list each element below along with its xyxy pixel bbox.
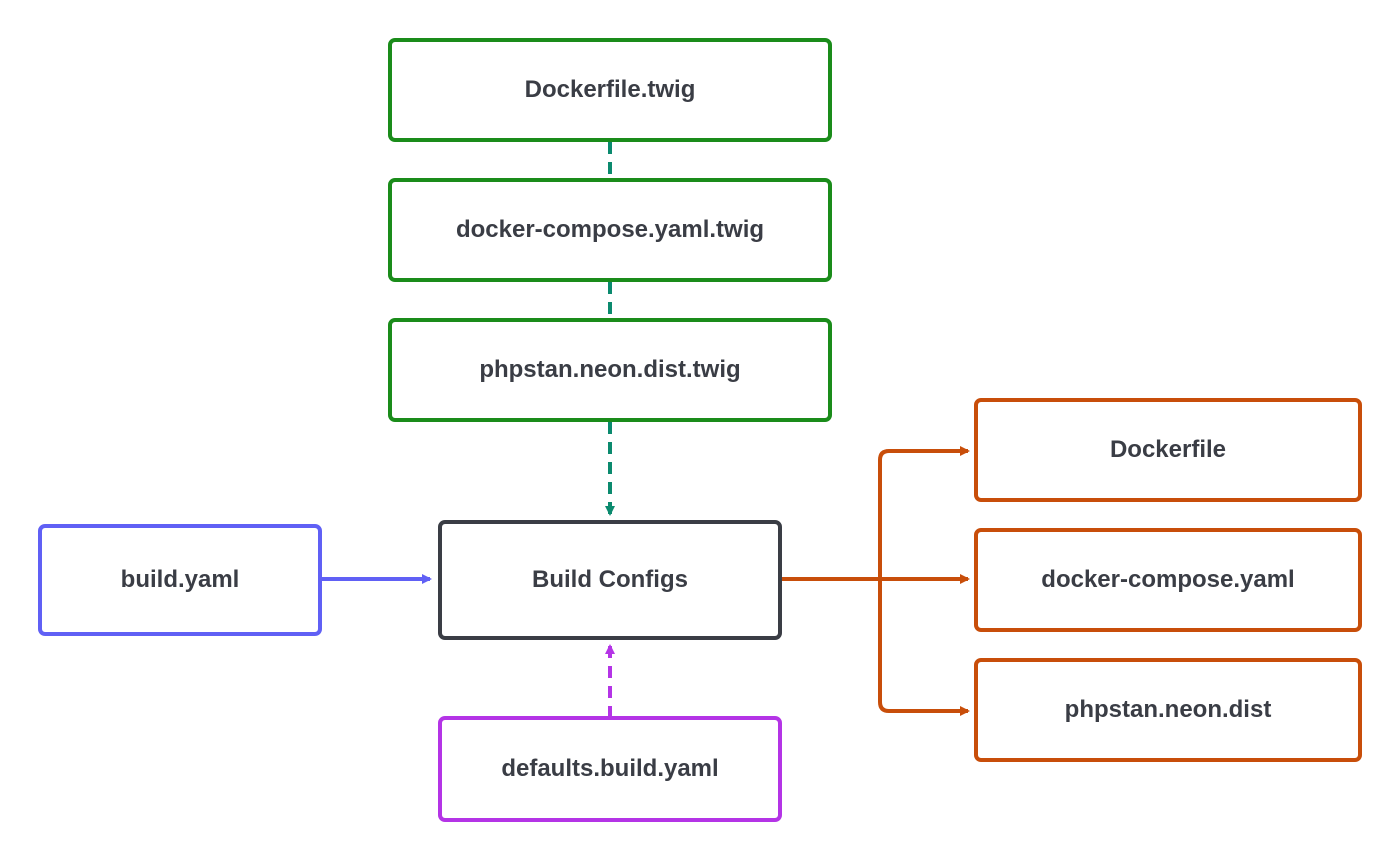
node-dockerfile: Dockerfile	[974, 398, 1362, 502]
node-label: build.yaml	[120, 566, 240, 593]
node-label: docker-compose.yaml.twig	[455, 216, 765, 243]
node-label: phpstan.neon.dist.twig	[479, 356, 741, 383]
node-defaults-build-yaml: defaults.build.yaml	[438, 716, 782, 822]
node-label: docker-compose.yaml	[1041, 566, 1295, 593]
node-phpstan-twig: phpstan.neon.dist.twig	[388, 318, 832, 422]
node-build-configs: Build Configs	[438, 520, 782, 640]
node-dockerfile-twig: Dockerfile.twig	[388, 38, 832, 142]
node-label: defaults.build.yaml	[501, 755, 719, 782]
node-label: phpstan.neon.dist	[1064, 696, 1272, 723]
node-docker-compose-twig: docker-compose.yaml.twig	[388, 178, 832, 282]
node-build-yaml: build.yaml	[38, 524, 322, 636]
connector-output-branch	[878, 446, 970, 579]
node-label: Build Configs	[532, 566, 688, 593]
node-label: Dockerfile.twig	[524, 76, 696, 103]
node-label: Dockerfile	[1109, 436, 1227, 463]
node-phpstan-neon-dist: phpstan.neon.dist	[974, 658, 1362, 762]
node-docker-compose-yaml: docker-compose.yaml	[974, 528, 1362, 632]
arrow-build-configs-to-phpstan	[878, 579, 970, 716]
